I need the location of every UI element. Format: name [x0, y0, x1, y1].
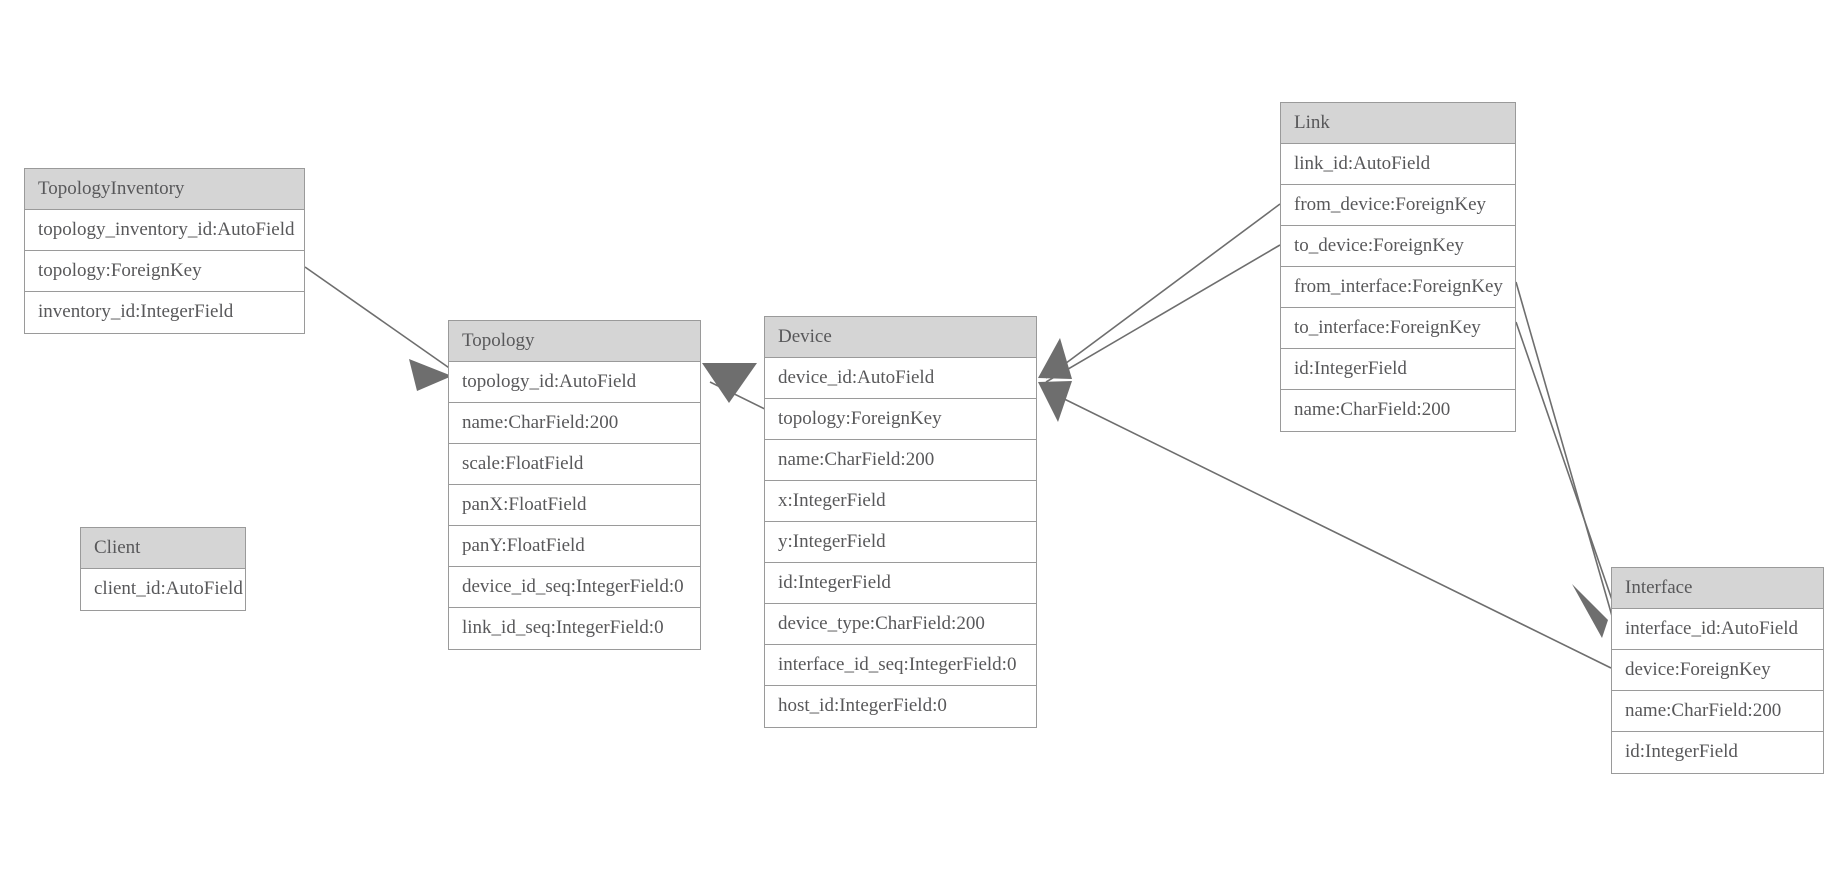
entity-attribute: device_type:CharField:200 [765, 604, 1036, 645]
entity-attribute: id:IntegerField [1281, 349, 1515, 390]
entity-attribute: topology:ForeignKey [765, 399, 1036, 440]
edge-topologyinventory-topology [304, 266, 456, 373]
entity-attribute: x:IntegerField [765, 481, 1036, 522]
entity-attribute: id:IntegerField [765, 563, 1036, 604]
entity-attribute: link_id:AutoField [1281, 144, 1515, 185]
entity-attribute: name:CharField:200 [1281, 390, 1515, 431]
arrowhead-into-device-lower [1038, 381, 1072, 422]
entity-attribute: name:CharField:200 [765, 440, 1036, 481]
entity-device[interactable]: Device device_id:AutoField topology:Fore… [764, 316, 1037, 728]
arrowhead-into-device-upper [1038, 338, 1072, 379]
entity-attribute: name:CharField:200 [1612, 691, 1823, 732]
entity-attribute: scale:FloatField [449, 444, 700, 485]
entity-attribute: to_interface:ForeignKey [1281, 308, 1515, 349]
entity-attribute: from_interface:ForeignKey [1281, 267, 1515, 308]
entity-attribute: host_id:IntegerField:0 [765, 686, 1036, 727]
entity-attribute: link_id_seq:IntegerField:0 [449, 608, 700, 649]
entity-title: TopologyInventory [25, 169, 304, 210]
entity-attribute: client_id:AutoField [81, 569, 245, 610]
entity-title: Link [1281, 103, 1515, 144]
entity-attribute: name:CharField:200 [449, 403, 700, 444]
entity-attribute: interface_id_seq:IntegerField:0 [765, 645, 1036, 686]
edge-link-from-interface [1515, 281, 1615, 624]
arrowhead-into-topology-left [409, 359, 452, 391]
entity-attribute: inventory_id:IntegerField [25, 292, 304, 333]
entity-attribute: panY:FloatField [449, 526, 700, 567]
arrowhead-into-interface [1572, 584, 1608, 638]
entity-attribute: device_id:AutoField [765, 358, 1036, 399]
entity-attribute: device:ForeignKey [1612, 650, 1823, 691]
entity-title: Device [765, 317, 1036, 358]
arrowhead-into-topology-right [702, 363, 757, 403]
entity-attribute: y:IntegerField [765, 522, 1036, 563]
entity-topology[interactable]: Topology topology_id:AutoField name:Char… [448, 320, 701, 650]
entity-attribute: device_id_seq:IntegerField:0 [449, 567, 700, 608]
entity-attribute: from_device:ForeignKey [1281, 185, 1515, 226]
entity-attribute: id:IntegerField [1612, 732, 1823, 773]
edge-link-from-device [1045, 203, 1281, 379]
entity-attribute: panX:FloatField [449, 485, 700, 526]
entity-title: Topology [449, 321, 700, 362]
entity-attribute: interface_id:AutoField [1612, 609, 1823, 650]
entity-title: Client [81, 528, 245, 569]
entity-attribute: topology_id:AutoField [449, 362, 700, 403]
entity-attribute: topology_inventory_id:AutoField [25, 210, 304, 251]
edge-link-to-interface [1515, 321, 1621, 624]
entity-title: Interface [1612, 568, 1823, 609]
entity-interface[interactable]: Interface interface_id:AutoField device:… [1611, 567, 1824, 774]
entity-topologyinventory[interactable]: TopologyInventory topology_inventory_id:… [24, 168, 305, 334]
edge-link-to-device [1045, 244, 1281, 383]
entity-attribute: to_device:ForeignKey [1281, 226, 1515, 267]
entity-link[interactable]: Link link_id:AutoField from_device:Forei… [1280, 102, 1516, 432]
entity-client[interactable]: Client client_id:AutoField [80, 527, 246, 611]
entity-attribute: topology:ForeignKey [25, 251, 304, 292]
